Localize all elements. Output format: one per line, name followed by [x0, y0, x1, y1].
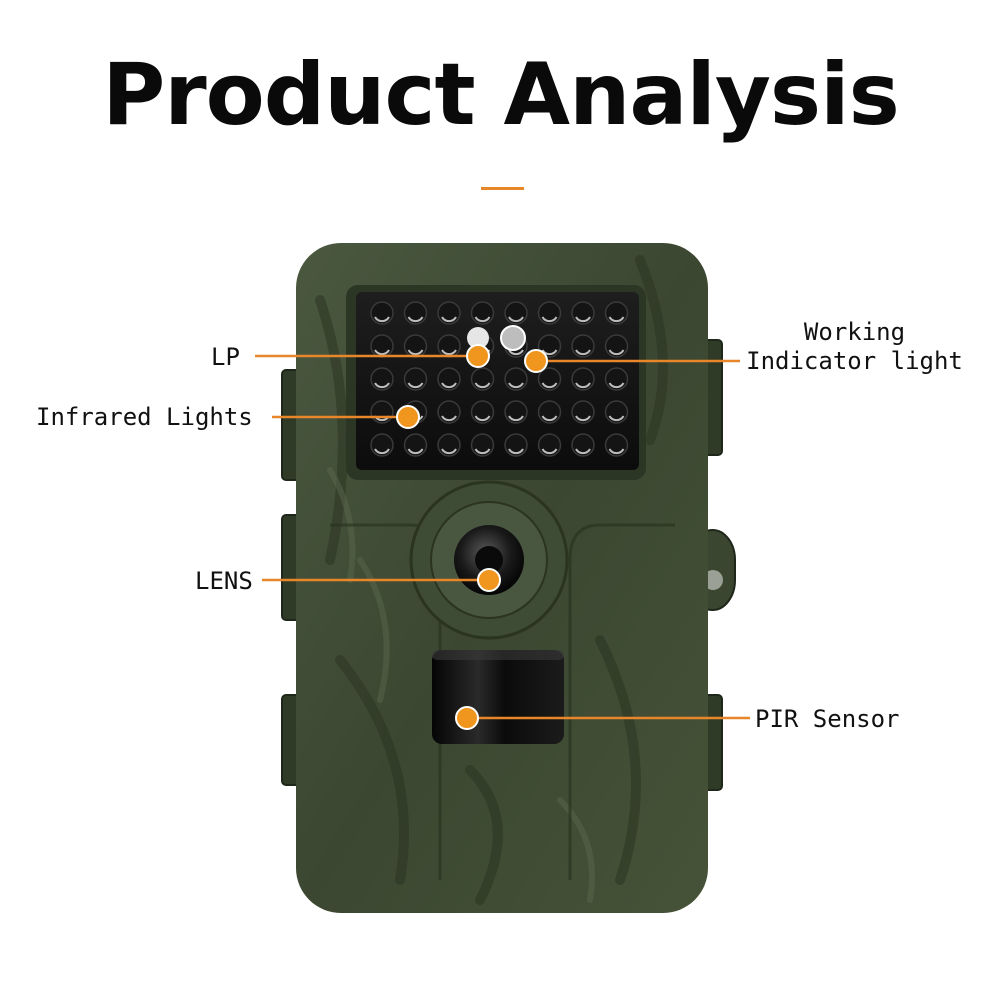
pir-callout-dot — [455, 706, 479, 730]
working-label-line2: Indicator light — [746, 347, 963, 375]
lp-light-sensor — [467, 327, 489, 349]
ir-led-highlight — [575, 415, 591, 422]
ir-led-highlight — [474, 415, 491, 422]
lp-label: LP — [211, 343, 240, 371]
title-underline — [481, 187, 524, 190]
infrared-callout-dot — [396, 405, 420, 429]
ir-led-highlight — [508, 316, 524, 323]
ir-led-highlight — [541, 382, 558, 389]
callout-lines — [255, 354, 750, 720]
lens-callout-dot — [477, 568, 501, 592]
ir-led-highlight — [474, 382, 491, 389]
ir-led-highlight — [441, 415, 457, 422]
lp-callout-dot — [466, 344, 490, 368]
ir-led-highlight — [575, 316, 591, 323]
lens-label: LENS — [195, 567, 253, 595]
infrared-leds — [370, 301, 629, 457]
page-title: Product Analysis — [102, 45, 900, 145]
ir-led-highlight — [608, 349, 625, 356]
ir-led-highlight — [441, 448, 457, 455]
ir-led-highlight — [575, 382, 591, 389]
ir-led-highlight — [508, 349, 524, 356]
infrared-lights-label: Infrared Lights — [36, 403, 253, 431]
ir-led-highlight — [508, 382, 524, 389]
callout-dots — [396, 344, 548, 730]
ir-led-highlight — [575, 448, 591, 455]
pir-sensor-label: PIR Sensor — [755, 705, 900, 733]
ir-led-highlight — [374, 448, 390, 455]
camo-pattern — [315, 255, 668, 905]
working-indicator-label: Working Indicator light — [742, 320, 967, 373]
pir-sensor — [432, 650, 564, 744]
ir-led-highlight — [374, 349, 390, 356]
ir-led-highlight — [407, 382, 424, 389]
ir-led-highlight — [575, 349, 591, 356]
ir-led-highlight — [608, 448, 625, 455]
ir-led-highlight — [407, 349, 424, 356]
ir-led-highlight — [541, 448, 558, 455]
ir-led-highlight — [541, 316, 558, 323]
working-callout-dot — [524, 349, 548, 373]
ir-led-highlight — [474, 448, 491, 455]
ir-led-highlight — [407, 316, 424, 323]
ir-led-highlight — [374, 316, 390, 323]
ir-led-highlight — [608, 382, 625, 389]
ir-led-highlight — [441, 349, 457, 356]
ir-led-highlight — [374, 382, 390, 389]
working-label-line1: Working — [803, 318, 906, 346]
ir-led-highlight — [608, 415, 625, 422]
ir-led-highlight — [508, 415, 524, 422]
ir-led-highlight — [608, 316, 625, 323]
ir-led-highlight — [541, 349, 558, 356]
ir-led-highlight — [441, 316, 457, 323]
ir-led-highlight — [474, 316, 491, 323]
ir-led-highlight — [508, 448, 524, 455]
ir-led-highlight — [541, 415, 558, 422]
ir-led-highlight — [407, 448, 424, 455]
ir-panel — [356, 292, 639, 470]
ir-led-highlight — [441, 382, 457, 389]
working-indicator-led — [500, 325, 526, 351]
